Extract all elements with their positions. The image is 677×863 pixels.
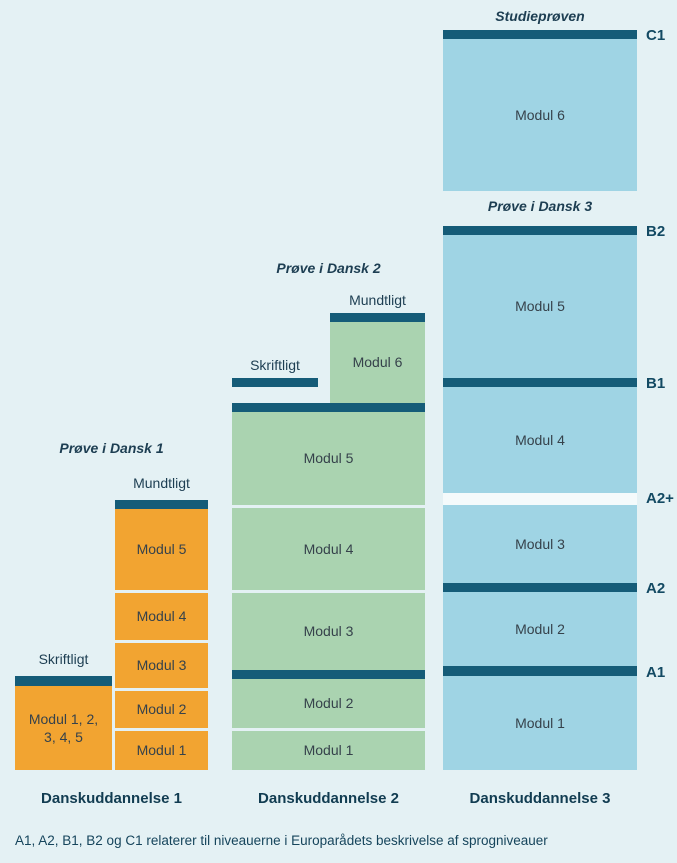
dk1-oral-label: Mundtligt [133,475,190,491]
level-label-b2: B2 [646,223,666,240]
dk3-a2plus-gap [443,493,637,505]
dk3-modul6-block: Modul 6 [443,39,637,191]
dk2-modul6-top-bar [330,313,425,322]
dk2-modul2-block: Modul 2 [232,679,425,728]
dk1-modul1-block: Modul 1 [115,731,208,770]
dk1-modul5-block: Modul 5 [115,509,208,590]
dk2-lower-level-bar [232,670,425,679]
dk1-modul2-block: Modul 2 [115,691,208,728]
dk3-bottom-label: Danskuddannelse 3 [469,790,611,807]
dk2-modul5-block: Modul 5 [232,412,425,505]
dk2-modul6-block: Modul 6 [330,322,425,403]
dk3-modul2-block: Modul 2 [443,592,637,666]
dk3-b1-bar [443,378,637,387]
dk2-bottom-label: Danskuddannelse 2 [258,790,399,807]
dk1-oral-top-bar [115,500,208,509]
dk2-modul4-block: Modul 4 [232,508,425,590]
level-label-a2: A2 [646,580,666,597]
dk3-modul3-block: Modul 3 [443,505,637,583]
dk3-a2-bar [443,583,637,592]
level-label-a2plus: A2+ [646,490,674,507]
dk3-modul1-block: Modul 1 [443,676,637,770]
dk1-bottom-label: Danskuddannelse 1 [41,790,182,807]
dk3-a1-bar [443,666,637,676]
dk3-exam-title: Prøve i Dansk 3 [487,198,593,214]
level-label-a1: A1 [646,664,666,681]
dk1-written-label: Skriftligt [38,651,89,667]
dk2-modul3-block: Modul 3 [232,593,425,670]
dk2-upper-level-bar [232,403,425,412]
dk3-studieproeven-title: Studieprøven [495,8,585,24]
dk2-written-label: Skriftligt [250,357,300,373]
dk1-written-top-bar [15,676,112,686]
dk2-modul1-block: Modul 1 [232,731,425,770]
dk1-written-block: Modul 1, 2, 3, 4, 5 [15,686,112,770]
dk3-b2-bar [443,226,637,235]
dk1-modul3-block: Modul 3 [115,643,208,688]
dk3-modul4-block: Modul 4 [443,387,637,493]
footer-note: A1, A2, B1, B2 og C1 relaterer til nivea… [15,833,548,848]
dk1-modul4-block: Modul 4 [115,593,208,640]
level-label-c1: C1 [646,27,666,44]
dk3-modul5-block: Modul 5 [443,235,637,378]
dk1-exam-title: Prøve i Dansk 1 [59,440,164,456]
dk2-written-top-bar [232,378,318,387]
dk3-c1-bar [443,30,637,39]
dk2-oral-label: Mundtligt [349,292,406,308]
level-label-b1: B1 [646,375,666,392]
dk2-exam-title: Prøve i Dansk 2 [276,260,381,276]
